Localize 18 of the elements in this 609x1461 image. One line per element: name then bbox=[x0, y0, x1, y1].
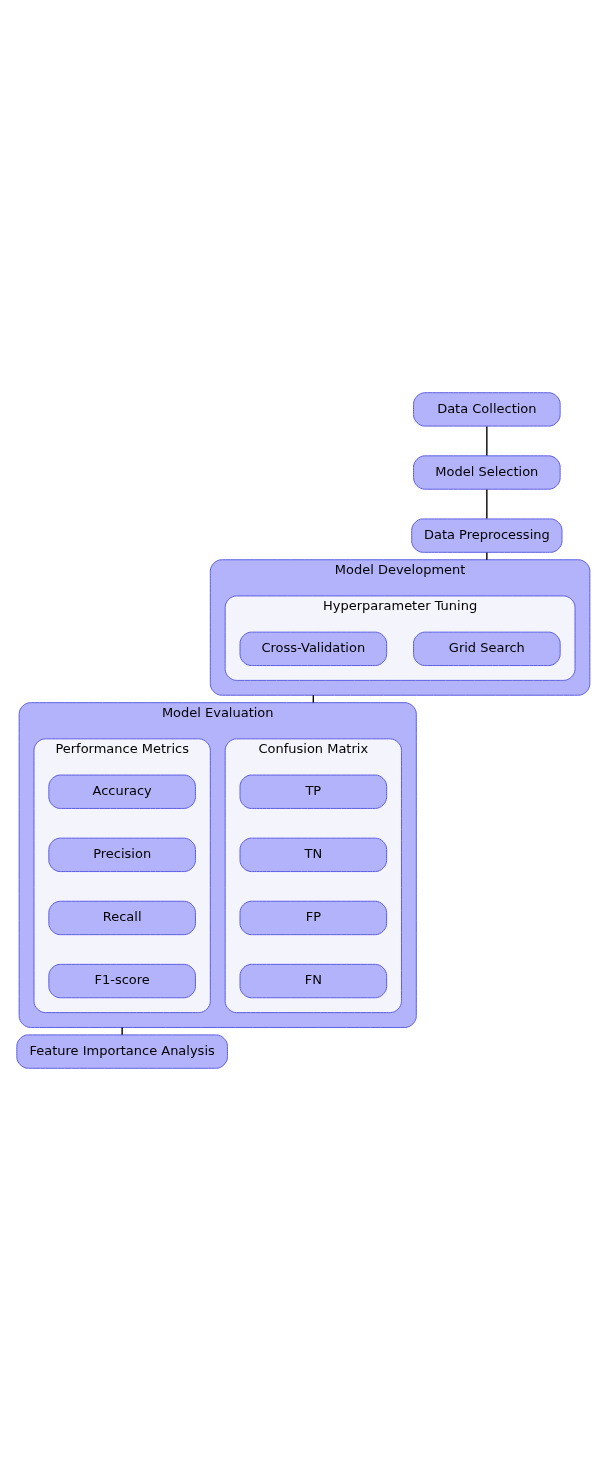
node-box: Data Collection bbox=[413, 392, 561, 427]
node-box: TP bbox=[239, 774, 388, 809]
node-box: Recall bbox=[48, 900, 196, 936]
node-box: Data Preprocessing bbox=[411, 518, 563, 553]
connector bbox=[121, 1026, 123, 1036]
node-box: Accuracy bbox=[48, 774, 196, 809]
node-box: F1-score bbox=[48, 963, 196, 999]
connector bbox=[486, 551, 488, 561]
node-box: Cross-Validation bbox=[239, 631, 388, 666]
connector bbox=[486, 425, 488, 457]
node-box: Feature Importance Analysis bbox=[16, 1034, 228, 1069]
connector bbox=[486, 488, 488, 520]
node-box: Precision bbox=[48, 837, 196, 872]
node-box: FN bbox=[239, 963, 388, 999]
node-box: FP bbox=[239, 900, 388, 936]
node-box: TN bbox=[239, 837, 388, 872]
node-box: Model Selection bbox=[413, 455, 561, 490]
node-box: Grid Search bbox=[413, 631, 561, 666]
